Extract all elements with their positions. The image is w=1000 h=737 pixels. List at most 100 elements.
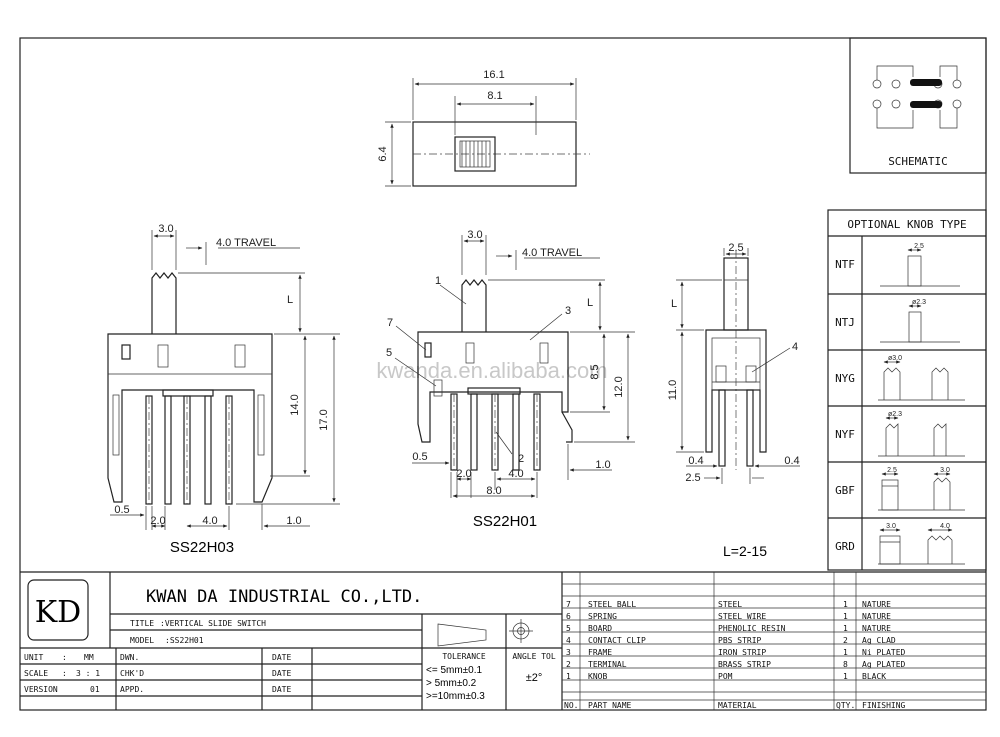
company-name: KWAN DA INDUSTRIAL CO.,LTD.: [146, 587, 422, 607]
dwn-date: DATE: [272, 653, 291, 662]
knob-type-table: OPTIONAL KNOB TYPE NTF 2.5 NTJ ø2.3 NYG …: [827, 209, 987, 571]
appd-label: APPD.: [120, 685, 144, 694]
bom-cell-finish: NATURE: [862, 624, 891, 633]
knob-grd-dim-b: 4.0: [940, 523, 950, 530]
bom-cell-no: 5: [566, 624, 571, 633]
unit-label: UNIT: [24, 653, 43, 662]
h03-dim-b: 2.0: [150, 515, 165, 527]
h01-callout-3: 3: [565, 305, 571, 317]
version-value: 01: [90, 685, 100, 694]
unit-value: MM: [84, 653, 94, 662]
version-label: VERSION: [24, 685, 58, 694]
view-ss22h03: 3.0 4.0 TRAVEL L 14.0 17.0 0.5 2.0 4.0 1…: [107, 223, 340, 556]
bom-cell-finish: NATURE: [862, 612, 891, 621]
h01-callout-1: 1: [435, 275, 441, 287]
model-value: :SS22H01: [165, 636, 204, 645]
angle-title: ANGLE TOL: [512, 652, 556, 661]
company-logo: KD: [35, 595, 81, 630]
title-block: KD KWAN DA INDUSTRIAL CO.,LTD. TITLE :VE…: [20, 571, 986, 710]
bom-cell-finish: Ag CLAD: [862, 636, 896, 645]
side-dim-a: 0.4: [688, 455, 703, 467]
side-dim-b: 0.4: [784, 455, 799, 467]
bom-cell-no: 1: [566, 672, 571, 681]
tolerance-line-3: >=10mm±0.3: [426, 691, 485, 702]
bom-cell-part: TERMINAL: [588, 660, 627, 669]
bom-cell-part: KNOB: [588, 672, 607, 681]
tolerance-title: TOLERANCE: [442, 652, 486, 661]
h01-dim-e: 8.0: [486, 485, 501, 497]
side-view: 4 2.5 L 11.0 0.4 0.4 2.5 L=2-15: [667, 242, 800, 559]
bom-cell-material: STEEL: [718, 600, 742, 609]
bom-cell-qty: 1: [843, 648, 848, 657]
bom-header-material: MATERIAL: [718, 701, 757, 710]
h01-dim-total-height: 12.0: [613, 376, 625, 397]
h01-callout-2: 2: [518, 453, 524, 465]
bom-cell-part: FRAME: [588, 648, 612, 657]
h03-dim-body-height: 14.0: [289, 394, 301, 415]
bom-cell-material: STEEL WIRE: [718, 612, 766, 621]
scale-sep: :: [62, 669, 67, 678]
knob-code-ntf: NTF: [835, 258, 855, 271]
bom-cell-finish: Ni PLATED: [862, 648, 906, 657]
h03-dim-a: 0.5: [114, 504, 129, 516]
bom-cell-no: 4: [566, 636, 571, 645]
length-note: L=2-15: [723, 543, 767, 559]
knob-code-nyg: NYG: [835, 372, 855, 385]
bom-cell-no: 2: [566, 660, 571, 669]
bom-header-finish: FINISHING: [862, 701, 906, 710]
h03-dim-d: 1.0: [286, 515, 301, 527]
bom-cell-material: POM: [718, 672, 733, 681]
bom-header-part: PART NAME: [588, 701, 632, 710]
chkd-label: CHK'D: [120, 669, 144, 678]
dim-slot-top: 8.1: [487, 90, 502, 102]
h01-dim-body-height: 8.5: [589, 364, 601, 379]
side-callout-4: 4: [792, 341, 798, 353]
knob-ntf-dim: 2.5: [914, 243, 924, 250]
bom-cell-finish: Ag PLATED: [862, 660, 906, 669]
model-label: MODEL: [130, 636, 154, 645]
knob-grd-dim-a: 3.0: [886, 523, 896, 530]
h01-label: SS22H01: [473, 513, 537, 530]
h03-dim-L: L: [287, 294, 293, 306]
view-ss22h01: 1 2 3 5 7 3.0 4.0 TRAVEL L 8.5 12.0 0.5 …: [386, 229, 635, 530]
h01-travel: 4.0 TRAVEL: [522, 247, 582, 259]
knob-code-gbf: GBF: [835, 484, 855, 497]
bom-cell-material: PHENOLIC RESIN: [718, 624, 786, 633]
bom-cell-no: 7: [566, 600, 571, 609]
bom-cell-part: STEEL BALL: [588, 600, 636, 609]
h03-label: SS22H03: [170, 539, 234, 556]
h03-dim-c: 4.0: [202, 515, 217, 527]
bom-cell-qty: 1: [843, 612, 848, 621]
side-dim-height: 11.0: [667, 380, 679, 401]
title-label: TITLE: [130, 619, 154, 628]
title-value: :VERTICAL SLIDE SWITCH: [160, 619, 266, 628]
dim-width-top: 16.1: [483, 69, 504, 81]
chkd-date: DATE: [272, 669, 291, 678]
bom-cell-material: IRON STRIP: [718, 648, 766, 657]
bom-cell-no: 3: [566, 648, 571, 657]
h01-callout-7: 7: [387, 317, 393, 329]
bom-cell-qty: 8: [843, 660, 848, 669]
h03-travel: 4.0 TRAVEL: [216, 237, 276, 249]
h01-dim-c: 4.0: [508, 468, 523, 480]
bom-cell-finish: BLACK: [862, 672, 886, 681]
bom-cell-part: CONTACT CLIP: [588, 636, 646, 645]
h03-dim-knob-width: 3.0: [158, 223, 173, 235]
dwn-label: DWN.: [120, 653, 139, 662]
knob-code-nyf: NYF: [835, 428, 855, 441]
bom-cell-finish: NATURE: [862, 600, 891, 609]
bom-cell-no: 6: [566, 612, 571, 621]
schematic: SCHEMATIC: [849, 37, 987, 174]
knob-table-title: OPTIONAL KNOB TYPE: [847, 218, 966, 231]
bom-cell-part: BOARD: [588, 624, 612, 633]
knob-code-grd: GRD: [835, 540, 855, 553]
h03-dim-total-height: 17.0: [318, 409, 330, 430]
h01-dim-d: 1.0: [595, 459, 610, 471]
knob-nyg-dim: ø3.0: [888, 355, 902, 362]
h01-callout-5: 5: [386, 347, 392, 359]
bom-cell-material: BRASS STRIP: [718, 660, 771, 669]
scale-value: 3 : 1: [76, 669, 100, 678]
bom-cell-qty: 1: [843, 672, 848, 681]
